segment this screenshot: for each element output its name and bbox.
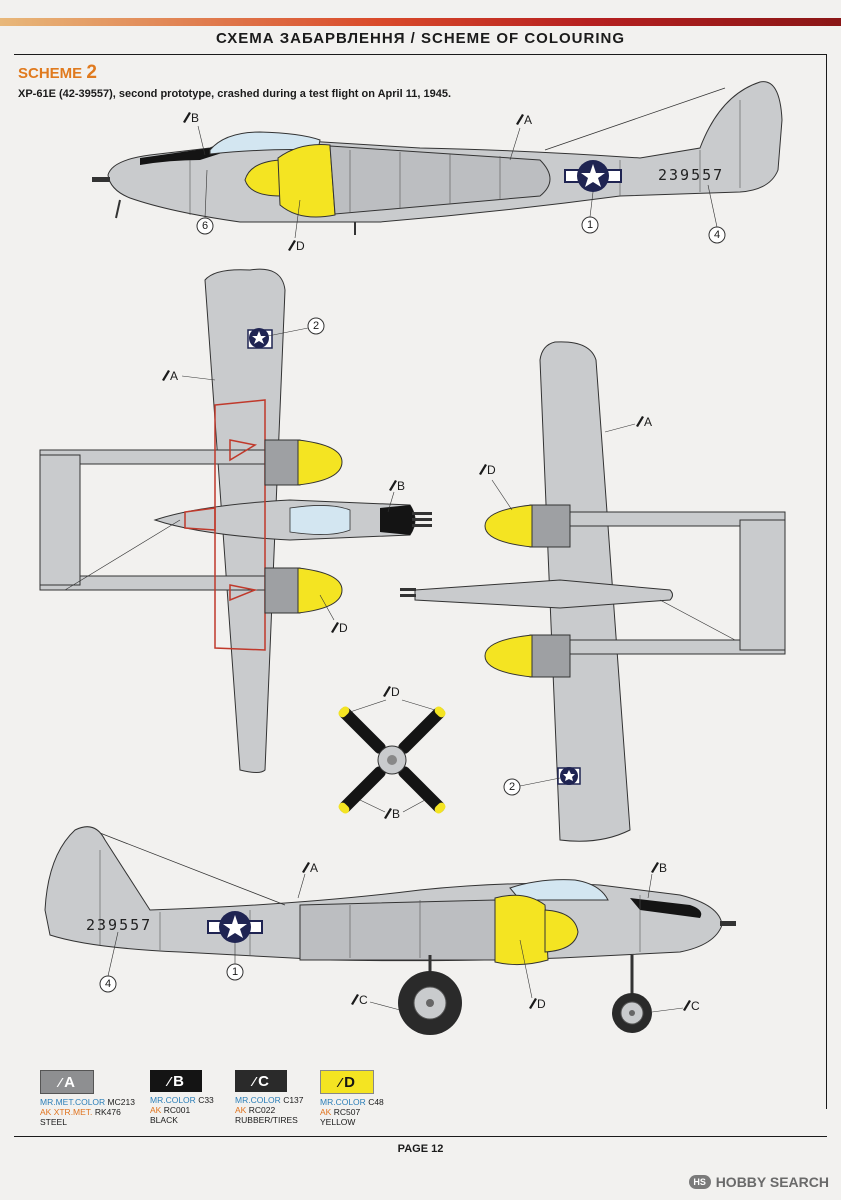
side-view-left-profile: 239557 (92, 81, 783, 235)
callout-6: 6 (202, 220, 208, 232)
callout-a-upper: A (170, 369, 178, 383)
callout-d: D (296, 239, 305, 253)
footer-divider (14, 1136, 827, 1137)
page-title: СХЕМА ЗАБАРВЛЕННЯ / SCHEME OF COLOURING (216, 30, 625, 47)
legend-text-a: MR.MET.COLOR MC213 AK XTR.MET. RK476 STE… (40, 1097, 135, 1127)
callout-c-main: C (359, 993, 368, 1007)
brush-icon: ∕ (167, 1073, 171, 1089)
page-number: PAGE 12 (397, 1143, 444, 1155)
right-profile-callouts: A B D C C 1 4 (99, 861, 700, 1013)
callout-4-right: 4 (105, 978, 111, 990)
tail-serial-number-right: 239557 (86, 916, 152, 934)
legend-item-c: ∕C MR.COLOR C137 AK RC022 RUBBER/TIRES (235, 1070, 304, 1125)
callout-2-lower: 2 (509, 781, 515, 793)
callout-1: 1 (587, 219, 593, 231)
legend-item-a: ∕A MR.MET.COLOR MC213 AK XTR.MET. RK476 … (40, 1070, 135, 1127)
watermark-logo-icon: HS (688, 1175, 711, 1189)
legend-text-d: MR.COLOR C48 AK RC507 YELLOW (320, 1097, 384, 1127)
scheme-heading: SCHEME 2 (18, 62, 97, 84)
callout-2-upper: 2 (313, 320, 319, 332)
callout-d-lower: D (487, 463, 496, 477)
watermark: HS HOBBY SEARCH (688, 1174, 829, 1190)
right-border-line (826, 54, 827, 1109)
nacelle-right (299, 899, 501, 961)
plan-lower-callouts: A D 2 (479, 415, 652, 796)
yellow-cowling-right (494, 894, 549, 966)
canopy (209, 131, 321, 155)
callout-b-prop: B (392, 807, 400, 821)
engine-nacelle (329, 145, 551, 215)
tail-serial-number: 239557 (658, 166, 724, 184)
swatch-a: ∕A (40, 1070, 94, 1094)
plan-view-lower (400, 341, 786, 842)
callout-1-right: 1 (232, 966, 238, 978)
scheme-description: XP-61E (42-39557), second prototype, cra… (18, 88, 451, 100)
central-fuselage (153, 499, 416, 541)
legend-text-c: MR.COLOR C137 AK RC022 RUBBER/TIRES (235, 1095, 304, 1125)
callout-b-upper: B (397, 479, 405, 493)
plan-view-upper (39, 268, 432, 773)
side-view-callouts: B A D 6 1 4 (183, 111, 726, 253)
yellow-cowling (277, 144, 336, 218)
callout-a-lower: A (644, 415, 652, 429)
callout-a: A (524, 113, 532, 127)
swatch-c: ∕C (235, 1070, 287, 1092)
propeller-detail (338, 706, 446, 814)
plan-upper-callouts: 2 A B D (64, 317, 405, 635)
callout-d-prop: D (391, 685, 400, 699)
national-insignia-right (207, 911, 263, 943)
yellow-spinner-right (544, 909, 579, 953)
legend-item-b: ∕B MR.COLOR C33 AK RC001 BLACK (150, 1070, 214, 1125)
callout-4: 4 (714, 229, 720, 241)
callout-d-upper: D (339, 621, 348, 635)
legend-item-d: ∕D MR.COLOR C48 AK RC507 YELLOW (320, 1070, 384, 1127)
callout-a-right: A (310, 861, 318, 875)
spinner-upper-1 (297, 439, 343, 486)
callout-b-right: B (659, 861, 667, 875)
callout-b: B (191, 111, 199, 125)
brush-icon: ∕ (252, 1073, 256, 1089)
spinner-lower-2 (484, 634, 533, 678)
spinner-lower-1 (484, 504, 533, 548)
spinner-upper-2 (297, 567, 343, 614)
scheme-word: SCHEME (18, 65, 83, 82)
swatch-b: ∕B (150, 1070, 202, 1092)
side-view-right-profile: 239557 (44, 826, 736, 1035)
propeller-callouts: D B (349, 685, 436, 821)
brush-icon: ∕ (338, 1074, 342, 1090)
header-color-bar (0, 18, 841, 26)
callout-c-nose: C (691, 999, 700, 1013)
legend-text-b: MR.COLOR C33 AK RC001 BLACK (150, 1095, 214, 1125)
scheme-number: 2 (86, 62, 97, 83)
nose-black-band (140, 147, 225, 165)
brush-icon: ∕ (58, 1074, 62, 1090)
callout-d-right: D (537, 997, 546, 1011)
swatch-d: ∕D (320, 1070, 374, 1094)
watermark-text: HOBBY SEARCH (715, 1174, 829, 1190)
national-insignia (564, 160, 622, 192)
canopy-right (509, 879, 609, 901)
header-divider (14, 54, 827, 55)
